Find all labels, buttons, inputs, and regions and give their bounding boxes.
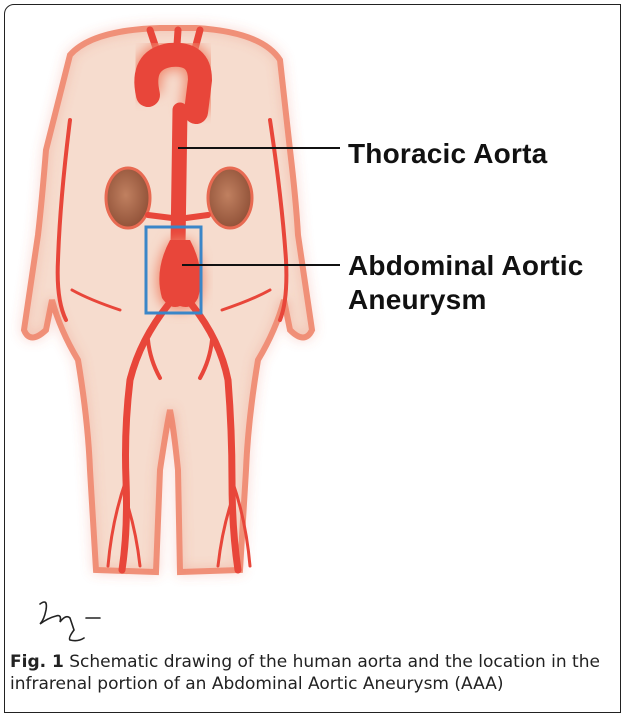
aaa-label-line1: Abdominal Aortic (348, 250, 584, 282)
thoracic-aorta-label: Thoracic Aorta (348, 138, 547, 170)
signature-mark (34, 594, 114, 644)
caption-text: Schematic drawing of the human aorta and… (10, 652, 600, 694)
aaa-label-line2: Aneurysm (348, 284, 487, 316)
figure-caption: Fig. 1 Schematic drawing of the human ao… (10, 651, 610, 695)
thoracic-aorta-vessel (178, 110, 180, 245)
caption-fig-label: Fig. 1 (10, 652, 64, 672)
anatomy-illustration (0, 0, 625, 640)
